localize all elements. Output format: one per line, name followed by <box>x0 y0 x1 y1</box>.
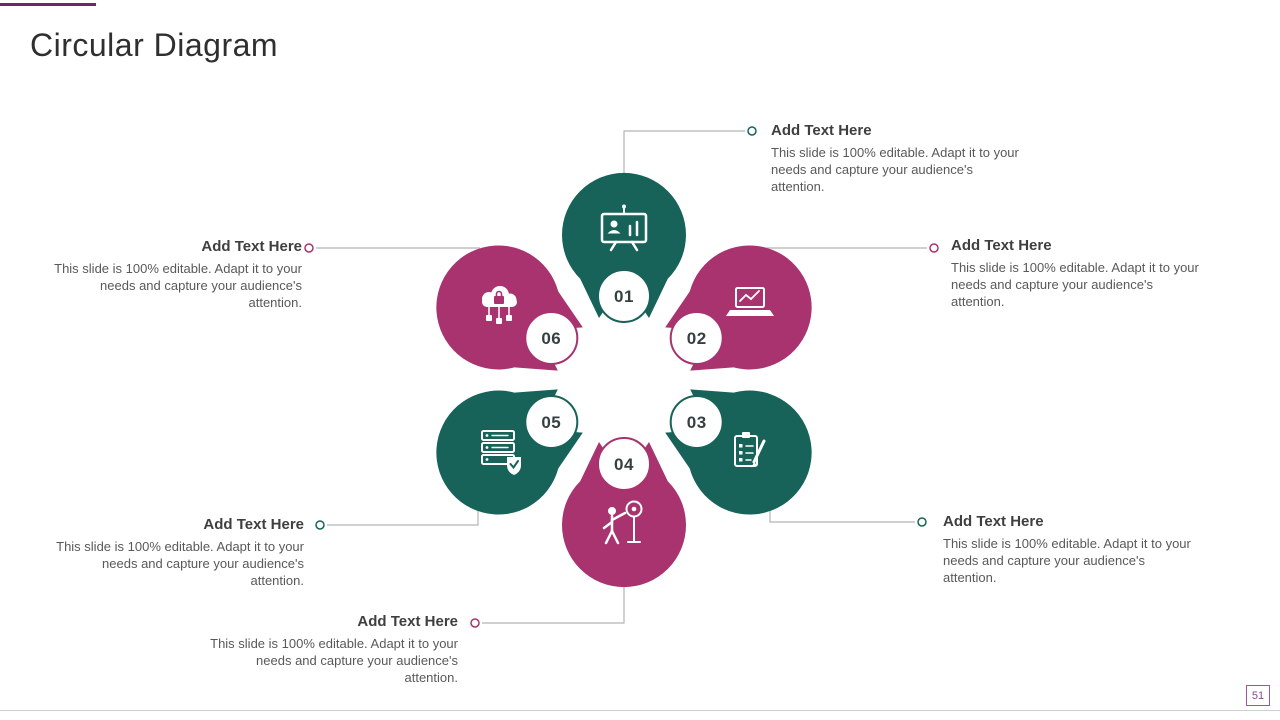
callout-left-lower: Add Text Here This slide is 100% editabl… <box>52 516 304 589</box>
callout-right-lower: Add Text Here This slide is 100% editabl… <box>943 513 1195 586</box>
callout-body: This slide is 100% editable. Adapt it to… <box>951 260 1199 309</box>
connector-right-lower <box>769 510 915 523</box>
callout-body: This slide is 100% editable. Adapt it to… <box>943 536 1191 585</box>
number-circle-03 <box>669 395 724 449</box>
callout-body: This slide is 100% editable. Adapt it to… <box>54 261 302 310</box>
number-label-02: 02 <box>687 329 707 348</box>
number-circle-06 <box>524 311 579 365</box>
team-dashboard-icon <box>600 204 648 252</box>
petal-top-right <box>665 245 812 371</box>
callout-heading: Add Text Here <box>357 613 458 630</box>
number-label-04: 04 <box>614 455 634 474</box>
number-circle-01 <box>597 269 651 323</box>
number-label-05: 05 <box>541 413 561 432</box>
number-circle-04 <box>597 437 651 491</box>
petal-top <box>562 172 686 318</box>
connector-bottom <box>482 585 625 624</box>
callout-heading: Add Text Here <box>943 513 1044 530</box>
cloud-lock-icon <box>482 286 517 324</box>
callout-body: This slide is 100% editable. Adapt it to… <box>771 145 1019 194</box>
footer-divider <box>0 710 1280 711</box>
callout-heading: Add Text Here <box>201 238 302 255</box>
callout-left-upper: Add Text Here This slide is 100% editabl… <box>50 238 302 311</box>
connector-endcap <box>917 517 927 527</box>
connector-endcap <box>470 618 480 628</box>
callout-heading: Add Text Here <box>203 516 304 533</box>
checklist-pencil-icon <box>734 432 766 468</box>
presenter-target-icon <box>602 500 643 545</box>
number-label-03: 03 <box>687 413 707 432</box>
laptop-icon <box>726 287 774 316</box>
number-circle-05 <box>524 395 579 449</box>
connector-endcap <box>304 243 314 253</box>
connector-top <box>623 130 745 175</box>
callout-top: Add Text Here This slide is 100% editabl… <box>771 122 1023 195</box>
callout-heading: Add Text Here <box>951 237 1052 254</box>
number-circles: 01 02 03 04 05 06 <box>524 269 724 491</box>
top-accent-line <box>0 3 96 6</box>
connector-endcap <box>929 243 939 253</box>
page-number: 51 <box>1246 685 1270 706</box>
connector-endcap <box>315 520 325 530</box>
connector-left-lower <box>327 510 479 526</box>
callout-bottom: Add Text Here This slide is 100% editabl… <box>206 613 458 686</box>
number-label-06: 06 <box>541 329 561 348</box>
number-circle-02 <box>669 311 724 365</box>
callout-right-upper: Add Text Here This slide is 100% editabl… <box>951 237 1203 310</box>
number-label-01: 01 <box>614 287 634 306</box>
callout-body: This slide is 100% editable. Adapt it to… <box>56 539 304 588</box>
callout-body: This slide is 100% editable. Adapt it to… <box>210 636 458 685</box>
connector-endcap <box>747 126 757 136</box>
slide-title: Circular Diagram <box>30 27 279 63</box>
callout-heading: Add Text Here <box>771 122 872 139</box>
server-shield-icon <box>481 430 521 475</box>
connector-lines <box>304 126 939 628</box>
petal-bottom-right <box>665 389 812 515</box>
